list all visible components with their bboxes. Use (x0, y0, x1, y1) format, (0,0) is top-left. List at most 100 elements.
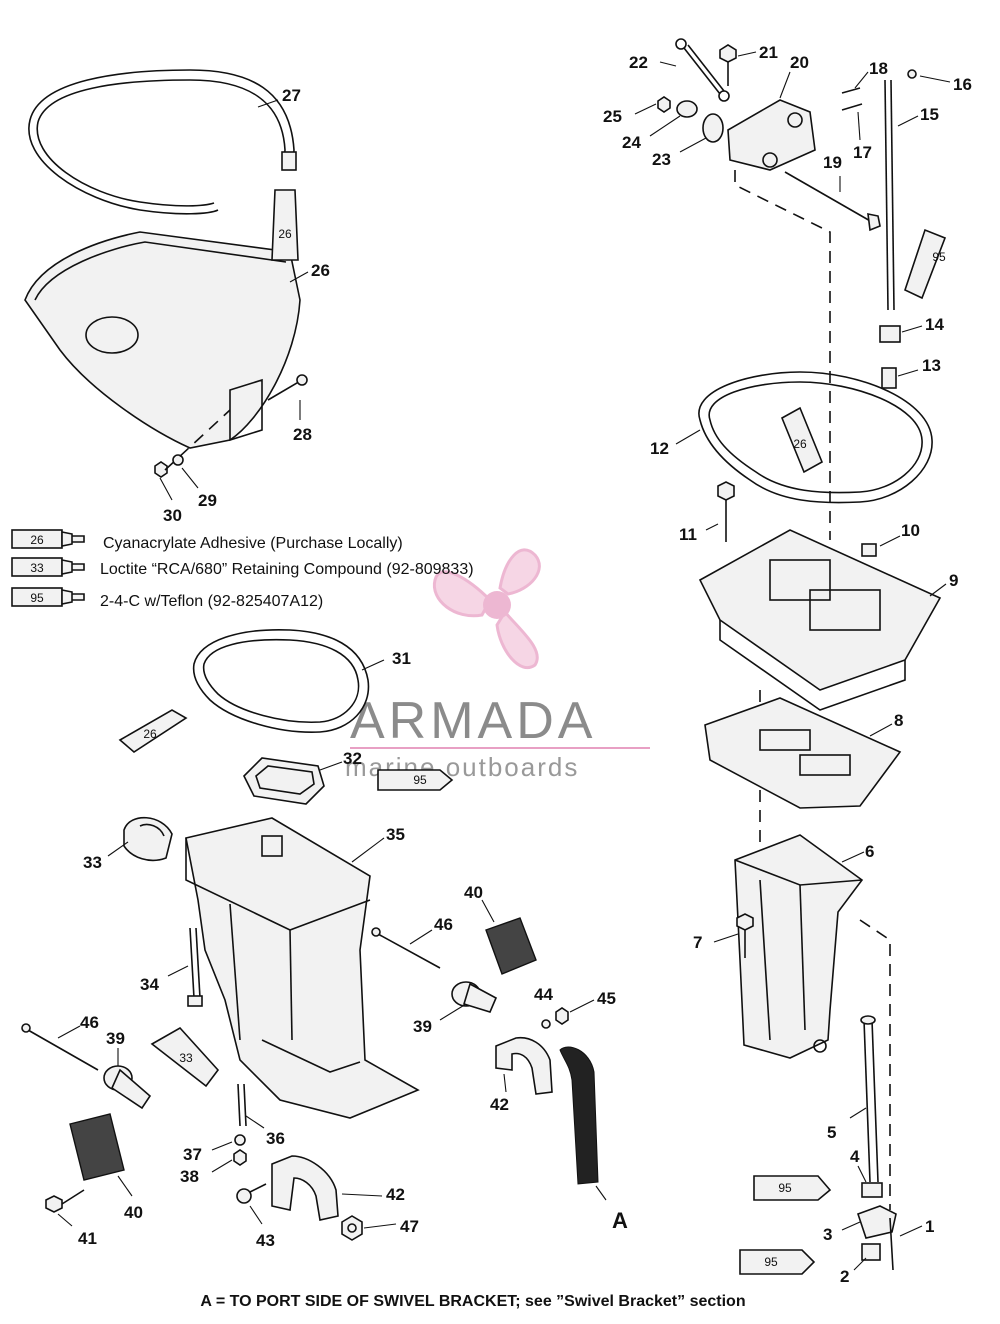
callout-27: 27 (282, 86, 301, 105)
callout-40-left: 40 (124, 1203, 143, 1222)
part-20-bracket (727, 99, 816, 171)
footer-note: A = TO PORT SIDE OF SWIVEL BRACKET; see … (200, 1293, 745, 1310)
legend-text: Cyanacrylate Adhesive (Purchase Locally) (103, 535, 403, 552)
tube-label: 95 (764, 1255, 778, 1269)
part-28-screw (267, 374, 308, 401)
part-23-25-washers (657, 96, 724, 143)
callout-13: 13 (922, 356, 941, 375)
part-19-long-bolt (784, 171, 881, 232)
legend-item-33: 33 Loctite “RCA/680” Retaining Compound … (11, 557, 474, 578)
callout-19: 19 (823, 153, 842, 172)
callout-5: 5 (827, 1123, 836, 1142)
tube-label: 26 (278, 227, 292, 241)
callout-42-upper: 42 (490, 1095, 509, 1114)
callout-24: 24 (622, 133, 641, 152)
armada-logo-watermark: ARMADA marine outboards (345, 548, 650, 782)
tube-label: 33 (179, 1051, 193, 1065)
callout-14: 14 (925, 315, 944, 334)
callout-12: 12 (650, 439, 669, 458)
grease-tube-95-mid: 95 (377, 769, 454, 791)
part-3-clamp (856, 1205, 897, 1239)
callout-39-left: 39 (106, 1029, 125, 1048)
part-8-gasket (704, 697, 902, 809)
part-31-seal (192, 629, 370, 733)
part-41-bolt (45, 1189, 85, 1213)
propeller-icon (432, 548, 541, 669)
part-37-washer (234, 1134, 246, 1146)
callout-29: 29 (198, 491, 217, 510)
part-32-insert (243, 757, 325, 805)
callout-9: 9 (949, 571, 958, 590)
part-42-clamp-lower (271, 1155, 339, 1221)
legend-code: 26 (30, 533, 44, 547)
reference-letter-A: A (612, 1208, 628, 1233)
callout-43: 43 (256, 1231, 275, 1250)
callout-28: 28 (293, 425, 312, 444)
part-40-plate-left (69, 1113, 125, 1181)
callout-40-right: 40 (464, 883, 483, 902)
part-4-bushing (861, 1182, 883, 1198)
part-5-shaft (860, 1015, 879, 1183)
legend-text: Loctite “RCA/680” Retaining Compound (92… (100, 561, 474, 578)
part-39-mount-right (451, 981, 498, 1013)
callout-45: 45 (597, 989, 616, 1008)
tube-label: 26 (793, 437, 807, 451)
part-36-stud (237, 1083, 247, 1127)
callout-18: 18 (869, 59, 888, 78)
callout-46-right: 46 (434, 915, 453, 934)
part-27-seal (28, 69, 295, 215)
callout-20: 20 (790, 53, 809, 72)
part-16-18-small-hardware (841, 69, 917, 111)
legend-code: 33 (30, 561, 44, 575)
part-45-nut (555, 1007, 569, 1025)
adhesive-tube-26-right: 26 (780, 406, 824, 474)
callout-37: 37 (183, 1145, 202, 1164)
part-43-bolt (236, 1183, 267, 1204)
tube-label: 95 (932, 250, 946, 264)
legend-code: 95 (30, 591, 44, 605)
callout-44: 44 (534, 985, 553, 1004)
callout-3: 3 (823, 1225, 832, 1244)
part-7-bolt (736, 913, 754, 958)
callout-35: 35 (386, 825, 405, 844)
callout-16: 16 (953, 75, 972, 94)
legend-item-26: 26 Cyanacrylate Adhesive (Purchase Local… (11, 529, 403, 552)
adhesive-tube-26-mid: 26 (118, 709, 188, 753)
callout-2: 2 (840, 1267, 849, 1286)
part-10-plug (861, 543, 877, 557)
part-11-bolt (717, 481, 735, 542)
part-39-mount-left (103, 1065, 152, 1110)
callout-33: 33 (83, 853, 102, 872)
tube-label: 95 (778, 1181, 792, 1195)
callout-30: 30 (163, 506, 182, 525)
callout-36: 36 (266, 1129, 285, 1148)
adhesive-tube-95-top: 95 (904, 228, 947, 300)
adhesive-tube-95-lower: 95 (753, 1175, 832, 1201)
callout-15: 15 (920, 105, 939, 124)
adhesive-tube-26-top: 26 (271, 151, 299, 261)
legend-text: 2-4-C w/Teflon (92-825407A12) (100, 593, 323, 610)
part-35-driveshaft-housing (185, 817, 420, 1119)
loctite-tube-33: 33 (150, 1026, 220, 1088)
tube-label: 95 (413, 773, 427, 787)
part-15-shift-rod (884, 79, 895, 311)
callout-46-left: 46 (80, 1013, 99, 1032)
callout-47: 47 (400, 1217, 419, 1236)
watermark-brand: ARMADA (350, 692, 596, 750)
callout-1: 1 (925, 1217, 934, 1236)
callout-6: 6 (865, 842, 874, 861)
part-47-nut (341, 1215, 363, 1241)
callout-32: 32 (343, 749, 362, 768)
part-1-screw (889, 1217, 894, 1271)
tube-label: 26 (143, 727, 157, 741)
callout-31: 31 (392, 649, 411, 668)
part-42-clamp-upper (495, 1036, 553, 1095)
callout-8: 8 (894, 711, 903, 730)
callout-34: 34 (140, 975, 159, 994)
callout-39-right: 39 (413, 1017, 432, 1036)
callout-11: 11 (679, 525, 697, 544)
part-12-seal (698, 371, 933, 504)
part-40-plate-right (485, 917, 537, 975)
callout-41: 41 (78, 1229, 97, 1248)
callout-17: 17 (853, 143, 872, 162)
